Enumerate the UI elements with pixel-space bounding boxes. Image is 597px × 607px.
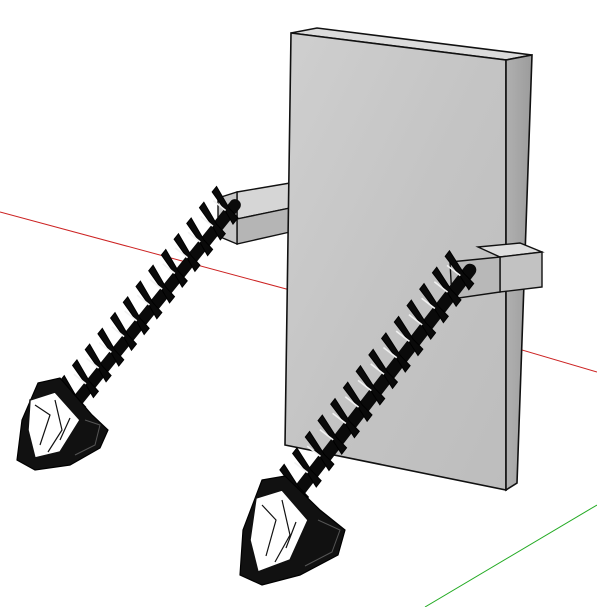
spring-coil-highlight bbox=[408, 314, 423, 326]
right-spring-leg bbox=[279, 249, 477, 507]
left-spring-leg bbox=[59, 185, 241, 416]
spring-coil-highlight bbox=[382, 346, 398, 359]
spring-coil-highlight bbox=[86, 357, 100, 369]
spring-coil-highlight bbox=[124, 310, 138, 322]
spring-coil-highlight bbox=[357, 379, 372, 392]
red-axis-line-left bbox=[0, 211, 291, 291]
spring-coil-highlight bbox=[433, 281, 449, 293]
spring-coil-highlight bbox=[293, 461, 309, 474]
spring-coil-highlight bbox=[212, 200, 227, 212]
spring-coil-highlight bbox=[395, 330, 410, 342]
right-foot bbox=[239, 475, 346, 586]
spring-coil-highlight bbox=[187, 231, 201, 243]
green-axis-line bbox=[424, 504, 597, 607]
spring-coil-highlight bbox=[136, 294, 150, 306]
spring-coil-highlight bbox=[344, 396, 360, 408]
left-foot bbox=[16, 377, 109, 471]
spring-coil-highlight bbox=[306, 445, 321, 457]
spring-coil-highlight bbox=[421, 297, 436, 310]
spring-coil-highlight bbox=[98, 341, 112, 353]
spring-coil-highlight bbox=[370, 363, 385, 375]
spring-coil-highlight bbox=[446, 264, 461, 277]
spring-coil-highlight bbox=[73, 373, 87, 385]
spring-coil-highlight bbox=[174, 247, 189, 259]
spring-coil-highlight bbox=[200, 215, 214, 227]
spring-coil-highlight bbox=[149, 278, 163, 290]
spring-coil-highlight bbox=[319, 429, 334, 441]
spring-coil-highlight bbox=[162, 263, 176, 275]
spring-coil-highlight bbox=[111, 326, 125, 338]
spring-coil-highlight bbox=[332, 412, 347, 425]
